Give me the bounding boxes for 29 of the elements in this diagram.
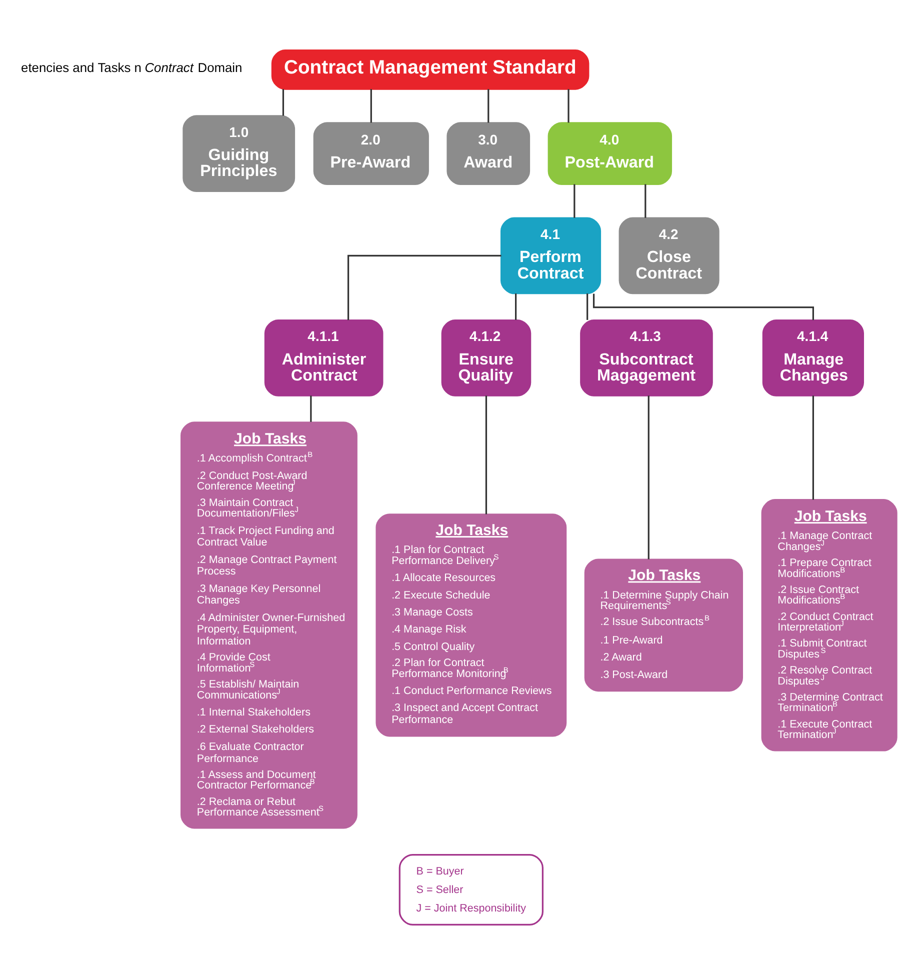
node-box: Contract Management Standard (271, 50, 590, 90)
node-box: 4.1.3 Subcontract Magagement (580, 319, 713, 396)
node-box: Job Tasks .1 Determine Supply Chain Requirements$^{S}$ .2 Issue Subcontracts$^{B}$ .1 Pre-Award .2 Award .3 Post-Award (584, 558, 743, 692)
node-box: 4.1.2 Ensure Quality (441, 319, 532, 396)
connector (310, 396, 312, 422)
node-box: 4.1.1 Administer Contract (264, 319, 384, 396)
connector (648, 396, 650, 560)
node-box: Job Tasks .1 Plan for Contract Performance Delivery$^{S}$ .1 Allocate Resources .2 Execute Schedule .3 Manage Costs .4 Manage Risk .5 Control Quality .2 Plan for Contract Performance Monitoring$^{B}$ .1 Conduct Performance Reviews .3 Inspect and Accept Contract Performance (376, 514, 567, 737)
connector (488, 89, 490, 123)
connector (485, 396, 488, 514)
node-box: 4.1.4 Manage Changes (762, 319, 864, 396)
connector (282, 89, 284, 116)
node-box: 4.1 Perform Contract (500, 217, 602, 294)
node-box: 2.0 Pre-Award (313, 122, 429, 186)
connector (644, 184, 646, 218)
node-box: B = Buyer S = Seller J = Joint Responsibility (398, 854, 544, 926)
connector (347, 254, 502, 320)
connector (574, 184, 576, 218)
connector (812, 396, 814, 500)
connector (568, 89, 570, 123)
label: etencies and Tasks n Contract Domain (21, 60, 242, 75)
node-box: 1.0 Guiding Principles (182, 115, 296, 192)
connector (515, 293, 517, 320)
connector (370, 89, 372, 123)
node-box: 4.0 Post-Award (548, 122, 672, 186)
node-box: Job Tasks .1 Manage Contract Changes$^{J}$ .1 Prepare Contract Modifications$^{B}$ .2 Issue Contract Modifications$^{B}$ .2 Conduct Contract Interpretation$^{J}$ .1 Submit Contract Disputes$^{S}$ .2 Resolve Contract Disputes$^{J}$ .3 Determine Contract Termination$^{B}$ .1 Execute Contract Termination$^{J}$ (761, 499, 898, 752)
node-box: 3.0 Award (446, 122, 530, 186)
node-box: 4.2 Close Contract (618, 217, 720, 294)
connector (586, 293, 588, 320)
